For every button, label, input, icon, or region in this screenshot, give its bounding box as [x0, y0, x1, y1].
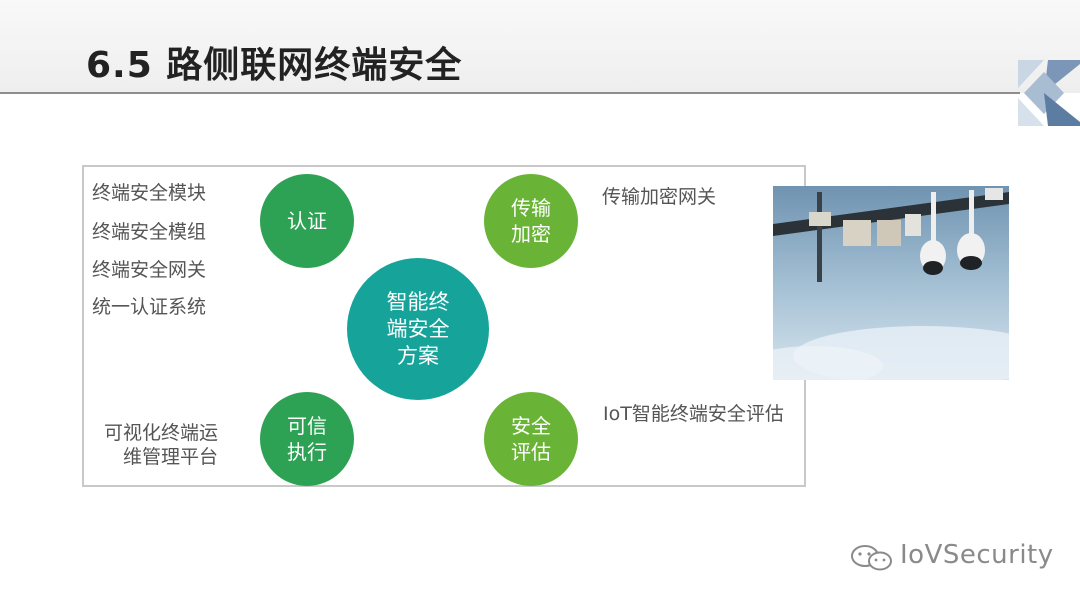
auth-label-3: 终端安全网关: [92, 259, 207, 281]
trusted-line-2: 执行: [287, 440, 327, 464]
center-circle: 智能终 端安全 方案: [347, 258, 489, 400]
transport-circle: 传输 加密: [484, 174, 578, 268]
assessment-circle: 安全 评估: [484, 392, 578, 486]
transport-label-1: 传输加密网关: [602, 186, 717, 208]
title-band: [0, 0, 1080, 93]
auth-circle-text: 认证: [272, 208, 342, 234]
center-line-1: 智能终: [386, 289, 450, 314]
center-circle-text: 智能终 端安全 方案: [381, 289, 455, 370]
trusted-circle-text: 可信 执行: [272, 413, 342, 465]
transport-line-1: 传输: [511, 196, 551, 220]
trusted-circle: 可信 执行: [260, 392, 354, 486]
center-line-2: 端安全: [386, 316, 450, 341]
auth-label-1: 终端安全模块: [92, 182, 207, 204]
assessment-circle-text: 安全 评估: [496, 413, 566, 465]
slide-title: 6.5 路侧联网终端安全: [86, 45, 463, 86]
center-line-3: 方案: [397, 343, 439, 368]
auth-circle: 认证: [260, 174, 354, 268]
assessment-label-1: IoT智能终端安全评估: [603, 403, 784, 425]
surveillance-camera-photo: [773, 186, 1009, 380]
auth-label-2: 终端安全模组: [92, 221, 207, 243]
watermark-text: IoVSecurity: [900, 540, 1054, 570]
assessment-line-1: 安全: [511, 414, 551, 438]
assessment-line-2: 评估: [511, 440, 551, 464]
logo-icon: [1018, 60, 1080, 126]
transport-circle-text: 传输 加密: [496, 195, 566, 247]
trusted-label-1: 可视化终端运: [103, 422, 218, 444]
wechat-icon: [851, 545, 892, 571]
trusted-line-1: 可信: [287, 414, 327, 438]
title-divider: [0, 92, 1020, 94]
transport-line-2: 加密: [511, 222, 551, 246]
auth-line-1: 认证: [287, 209, 327, 233]
auth-label-4: 统一认证系统: [92, 296, 207, 318]
trusted-label-2: 维管理平台: [122, 446, 218, 468]
